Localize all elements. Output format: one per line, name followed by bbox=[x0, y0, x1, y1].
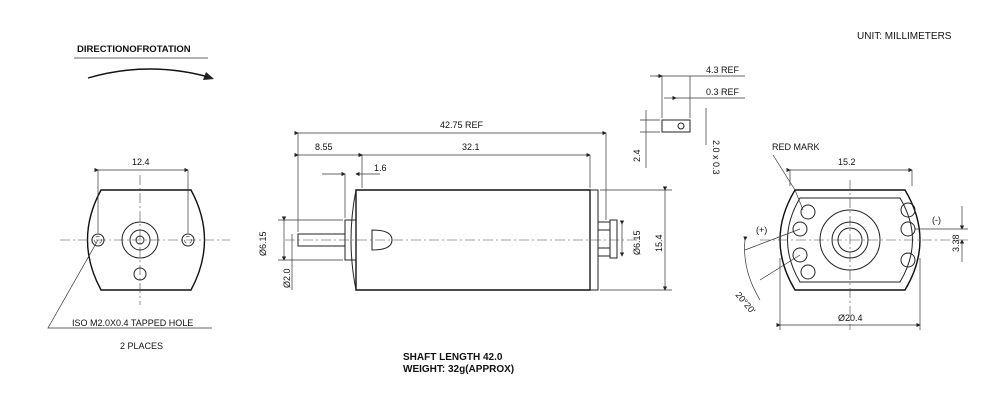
diameter-text: Ø20.4 bbox=[838, 313, 863, 323]
rotation-label: DIRECTIONOFROTATION bbox=[77, 44, 191, 55]
plus-label: (+) bbox=[756, 225, 767, 235]
hole-note: ISO M2.0X0.4 TAPPED HOLE bbox=[72, 318, 193, 328]
boss-length-text: 1.6 bbox=[374, 163, 387, 173]
terminal-detail: 4.3 REF 0.3 REF 2.4 2.0 x 0.3 bbox=[632, 65, 745, 175]
tapped-hole-left bbox=[91, 233, 105, 247]
overall-length-text: 42.75 REF bbox=[440, 120, 484, 130]
term-dim-c: 2.4 bbox=[632, 149, 642, 162]
boss-outer-circle bbox=[121, 221, 159, 259]
minus-label: (-) bbox=[932, 215, 941, 225]
rear-boss-outer bbox=[819, 209, 881, 271]
rear-boss-inner bbox=[831, 221, 869, 259]
right-boss-dia-text: Ø6.15 bbox=[632, 230, 642, 255]
angle-dim-text: 20°20' bbox=[733, 290, 757, 316]
vent-hole bbox=[133, 267, 147, 281]
angle-arc bbox=[743, 236, 761, 301]
boss-dia-text: Ø6.15 bbox=[258, 231, 268, 256]
shaft-length-note: SHAFT LENGTH 42.0 bbox=[403, 352, 503, 363]
offset-dim-text: 3.38 bbox=[951, 234, 961, 252]
right-width-text: 15.2 bbox=[838, 157, 856, 167]
terminal-top bbox=[597, 221, 611, 231]
side-view: 42.75 REF 8.55 32.1 1.6 Ø6.15 Ø2.0 Ø6.15… bbox=[258, 120, 672, 291]
terminal-tab bbox=[661, 119, 691, 133]
tapped-hole-right bbox=[181, 233, 195, 247]
hole-note-leader bbox=[47, 239, 212, 329]
body-height-text: 15.4 bbox=[654, 234, 664, 252]
term-dim-a: 4.3 REF bbox=[706, 65, 740, 75]
rear-plate-outline bbox=[779, 189, 921, 291]
terminal-pos bbox=[792, 221, 808, 237]
shaft-circle bbox=[135, 235, 145, 245]
end-plate-outline bbox=[86, 189, 206, 291]
red-mark-leader bbox=[772, 154, 804, 211]
shaft-ext-text: 8.55 bbox=[315, 142, 333, 152]
rotation-arrow bbox=[87, 68, 213, 79]
terminal-bottom bbox=[597, 247, 611, 257]
red-mark-label: RED MARK bbox=[772, 142, 820, 152]
red-mark-symbol bbox=[371, 229, 393, 251]
shaft-dia-text: Ø2.0 bbox=[282, 268, 292, 288]
boss-inner-circle bbox=[129, 229, 151, 251]
body-length-text: 32.1 bbox=[462, 142, 480, 152]
red-mark-hole bbox=[800, 204, 816, 220]
right-end-view: RED MARK 15.2 (+) (-) 3.38 20°20' Ø20.4 bbox=[733, 142, 970, 330]
left-end-view: 12.4 ISO M2.0X0.4 TAPPED HOLE 2 PLACES bbox=[47, 157, 230, 351]
width-dim-text: 12.4 bbox=[132, 157, 150, 167]
rotation-arrowhead bbox=[203, 72, 214, 80]
terminal-hole bbox=[677, 122, 685, 130]
weight-note: WEIGHT: 32g(APPROX) bbox=[403, 364, 514, 375]
terminal-neg bbox=[900, 221, 916, 237]
vent-hole-left bbox=[792, 247, 808, 263]
term-dim-d: 2.0 x 0.3 bbox=[711, 140, 721, 175]
term-dim-b: 0.3 REF bbox=[706, 87, 740, 97]
unit-label: UNIT: MILLIMETERS bbox=[857, 31, 952, 42]
hole-count: 2 PLACES bbox=[120, 341, 163, 351]
